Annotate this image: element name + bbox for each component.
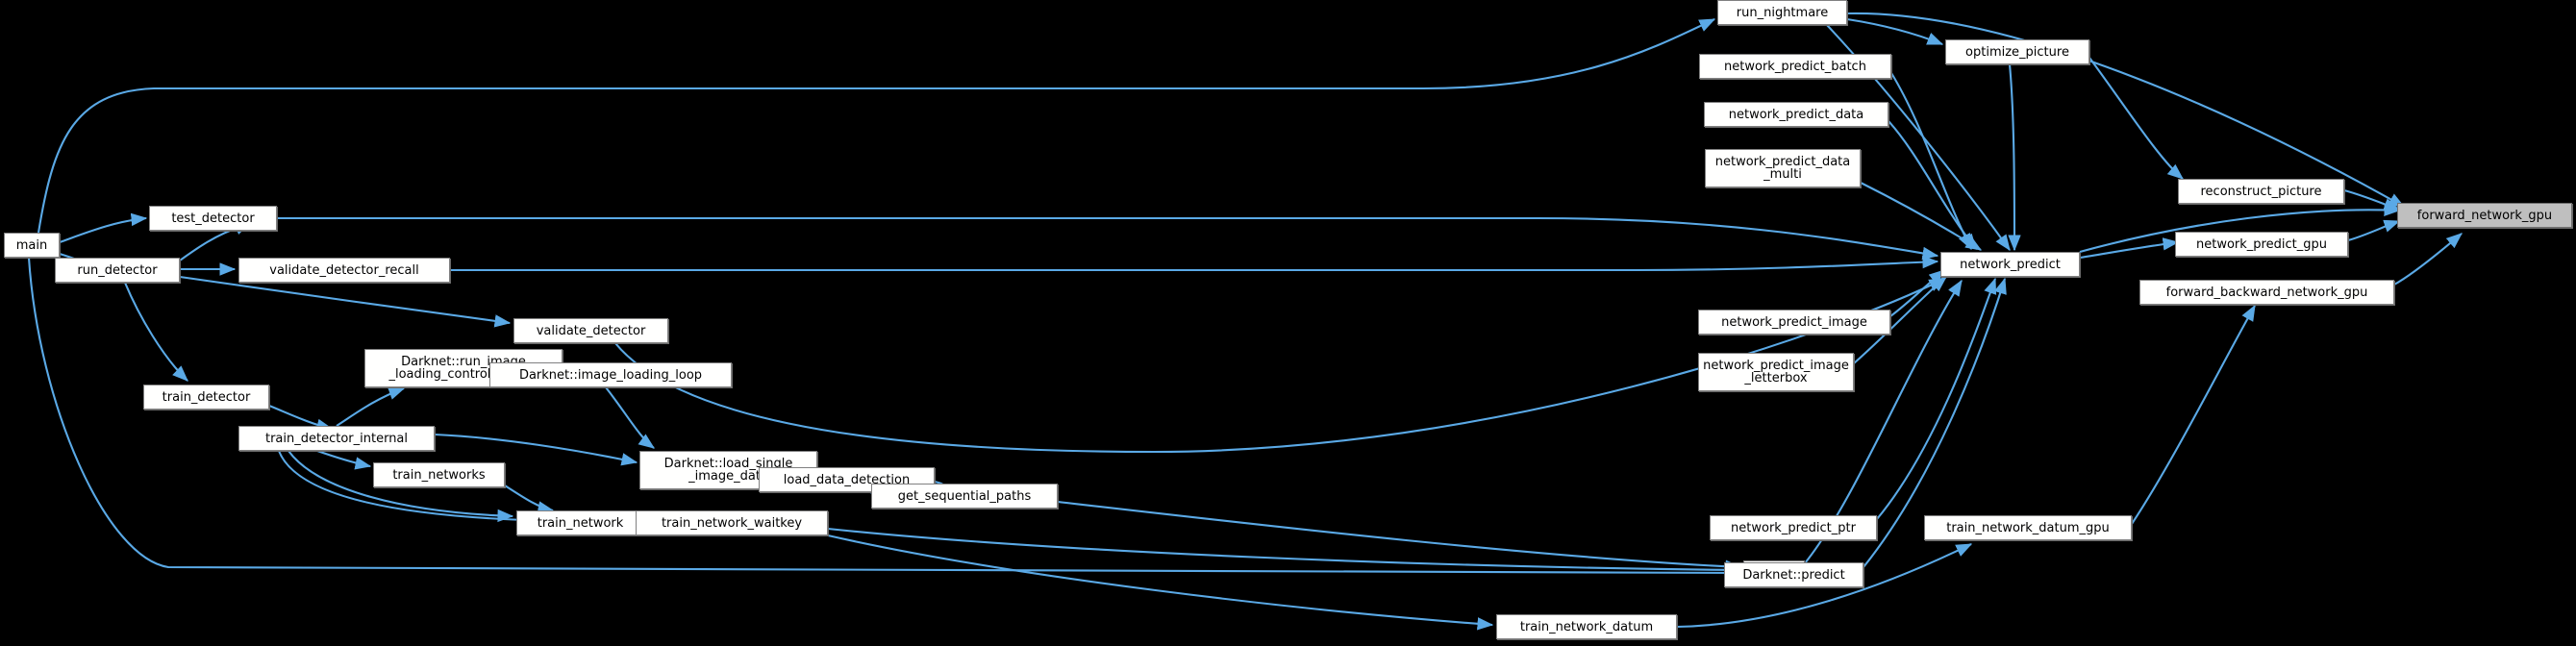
graph-node-label: run_detector [77, 262, 158, 278]
edge-run_detector-to-validate_detector [179, 275, 512, 328]
graph-node-darknet_predict[interactable]: Darknet::predict [1724, 562, 1863, 587]
graph-node-darknet_image_loading_loop[interactable]: Darknet::image_loading_loop [489, 362, 732, 387]
graph-node-label: train_network_datum_gpu [1946, 520, 2110, 535]
graph-node-test_detector[interactable]: test_detector [149, 206, 277, 231]
edge-train_detector_internal-to-train_networks [316, 450, 372, 470]
graph-node-label: test_detector [171, 211, 255, 226]
graph-node-run_detector[interactable]: run_detector [55, 258, 180, 283]
graph-node-train_network_datum_gpu[interactable]: train_network_datum_gpu [1924, 515, 2132, 540]
graph-node-label: train_detector_internal [264, 431, 409, 446]
edge-network_predict-to-forward_network_gpu [2079, 203, 2401, 254]
edge-train_network_waitkey-to-speed [827, 527, 1742, 577]
graph-node-network_predict[interactable]: network_predict [1940, 252, 2080, 277]
edge-forward_backward_network_gpu-to-forward_network_gpu [2393, 233, 2463, 286]
graph-node-train_network[interactable]: train_network [516, 510, 644, 535]
edge-network_predict_batch-to-network_predict [1890, 72, 1972, 251]
edge-reconstruct_picture-to-forward_network_gpu [2343, 188, 2401, 211]
graph-node-darknet_run_image_loading_control_thread[interactable]: Darknet::run_image _loading_control_thre… [364, 349, 563, 387]
edge-main-to-test_detector [59, 212, 148, 243]
graph-node-label: load_data_detection [783, 472, 911, 487]
edge-run_detector-to-train_detector [124, 282, 188, 382]
edge-get_sequential_paths-to-speed [1057, 500, 1742, 573]
graph-node-forward_backward_network_gpu[interactable]: forward_backward_network_gpu [2139, 280, 2394, 305]
edge-train_network_waitkey-to-train_network_datum [827, 534, 1494, 631]
graph-node-network_predict_image[interactable]: network_predict_image [1698, 310, 1890, 335]
graph-node-train_detector_internal[interactable]: train_detector_internal [238, 426, 435, 451]
graph-node-run_nightmare[interactable]: run_nightmare [1717, 0, 1847, 25]
edge-network_predict_gpu-to-forward_network_gpu [2347, 219, 2401, 242]
edge-network_predict_data_multi-to-network_predict [1860, 182, 1983, 251]
graph-node-label: validate_detector [536, 323, 646, 338]
edge-test_detector-to-network_predict [277, 216, 1939, 261]
edge-train_networks-to-train_network [504, 484, 555, 514]
graph-node-validate_detector[interactable]: validate_detector [513, 318, 668, 343]
graph-node-label: forward_backward_network_gpu [2165, 285, 2368, 300]
graph-node-train_detector[interactable]: train_detector [143, 385, 269, 410]
graph-node-label: network_predict_batch [1724, 59, 1866, 74]
edge-network_predict_image-to-network_predict [1889, 269, 1945, 317]
graph-node-label: network_predict_data _multi [1714, 155, 1851, 182]
graph-node-network_predict_image_letterbox[interactable]: network_predict_image _letterbox [1698, 353, 1854, 391]
graph-node-label: network_predict_gpu [2196, 236, 2327, 252]
graph-node-label: Darknet::image_loading_loop [518, 367, 703, 383]
edge-validate_detector_recall-to-network_predict [450, 255, 1939, 272]
graph-node-validate_detector_recall[interactable]: validate_detector_recall [238, 258, 450, 283]
graph-node-label: Darknet::load_single _image_data [663, 457, 793, 484]
edge-run_nightmare-to-optimize_picture [1846, 17, 1944, 45]
edge-train_detector_internal-to-darknet_load_single_image_data [434, 433, 638, 466]
graph-node-label: main [15, 237, 48, 253]
graph-node-label: network_predict_image _letterbox [1703, 359, 1849, 385]
edge-main-to-run_nightmare [37, 18, 1716, 234]
graph-node-label: network_predict_image [1721, 314, 1867, 330]
edge-network_predict_image_letterbox-to-network_predict [1853, 276, 1947, 364]
edge-validate_detector-to-network_predict [614, 278, 1946, 454]
graph-node-network_predict_data[interactable]: network_predict_data [1704, 102, 1888, 127]
graph-node-label: get_sequential_paths [897, 488, 1032, 504]
graph-node-forward_network_gpu[interactable]: forward_network_gpu [2397, 203, 2572, 228]
graph-node-get_sequential_paths[interactable]: get_sequential_paths [871, 484, 1058, 509]
graph-node-train_network_datum[interactable]: train_network_datum [1496, 614, 1677, 639]
edge-network_predict_ptr-to-network_predict [1876, 277, 1997, 520]
graph-node-label: train_network_waitkey [661, 515, 803, 531]
edge-network_predict_data-to-network_predict [1888, 120, 1977, 250]
graph-node-label: train_detector [162, 389, 251, 405]
graph-node-network_predict_batch[interactable]: network_predict_batch [1699, 54, 1891, 79]
graph-node-label: network_predict [1960, 257, 2061, 272]
graph-node-train_network_waitkey[interactable]: train_network_waitkey [636, 510, 828, 535]
graph-node-label: train_network [537, 515, 624, 531]
graph-node-reconstruct_picture[interactable]: reconstruct_picture [2178, 179, 2344, 204]
edge-train_detector_internal-to-darknet_run_image_loading_control_thread [336, 387, 406, 427]
edge-optimize_picture-to-network_predict [2008, 63, 2021, 252]
graph-node-label: Darknet::predict [1742, 567, 1845, 583]
graph-node-optimize_picture[interactable]: optimize_picture [1945, 39, 2089, 64]
graph-node-label: run_nightmare [1736, 5, 1829, 20]
graph-node-label: validate_detector_recall [269, 262, 419, 278]
graph-node-label: network_predict_data [1728, 107, 1864, 122]
edge-run_nightmare-to-network_predict [1826, 24, 2011, 252]
graph-node-label: train_networks [392, 467, 486, 483]
edge-network_predict-to-network_predict_gpu [2079, 237, 2180, 260]
edge-optimize_picture-to-reconstruct_picture [2088, 57, 2184, 180]
graph-node-network_predict_gpu[interactable]: network_predict_gpu [2175, 232, 2348, 257]
edge-darknet_image_loading_loop-to-darknet_load_single_image_data [605, 386, 656, 449]
edge-darknet_predict-to-network_predict [1863, 277, 2007, 568]
graph-node-label: reconstruct_picture [2200, 184, 2322, 199]
graph-node-network_predict_data_multi[interactable]: network_predict_data _multi [1705, 149, 1861, 187]
edge-train_detector_internal-to-train_network [288, 450, 514, 523]
graph-node-label: optimize_picture [1965, 44, 2069, 60]
edge-train_network_datum-to-train_network_datum_gpu [1676, 543, 1973, 629]
edge-main-to-speed [27, 257, 1742, 580]
graph-node-network_predict_ptr[interactable]: network_predict_ptr [1710, 515, 1877, 540]
graph-node-label: train_network_datum [1519, 619, 1654, 634]
graph-node-main[interactable]: main [4, 233, 60, 258]
graph-node-train_networks[interactable]: train_networks [373, 462, 505, 487]
graph-node-label: forward_network_gpu [2416, 208, 2553, 223]
graph-node-label: network_predict_ptr [1731, 520, 1856, 535]
edge-run_nightmare-to-forward_network_gpu [1846, 12, 2406, 208]
edge-train_network_datum_gpu-to-forward_backward_network_gpu [2131, 304, 2256, 525]
